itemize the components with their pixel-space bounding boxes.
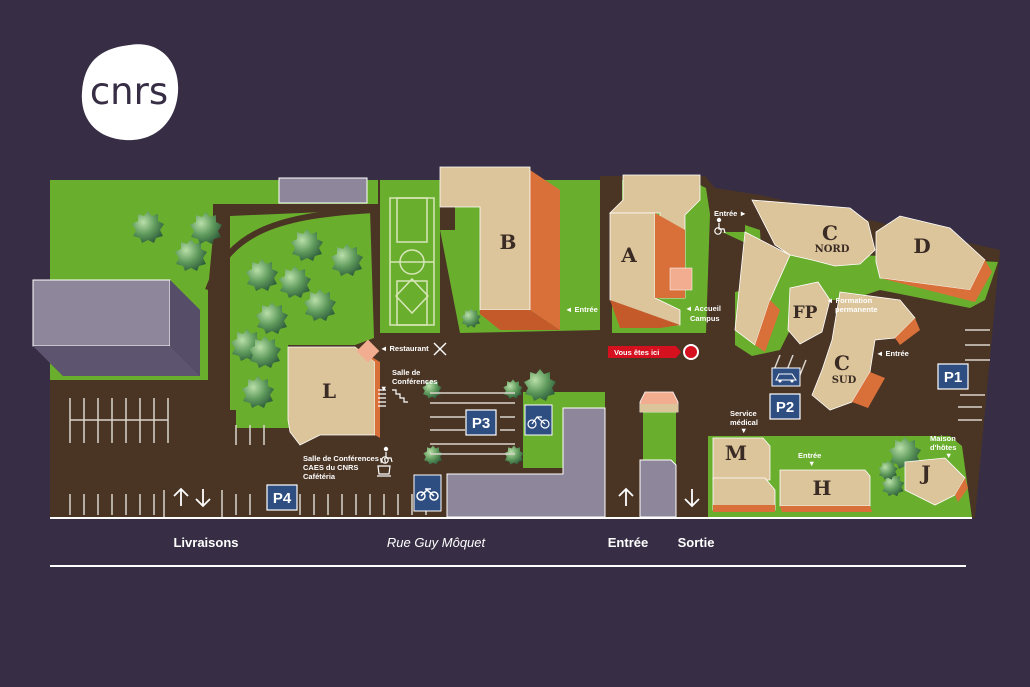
- building-label-D: D: [913, 234, 930, 258]
- label-restaurant: ◄ Restaurant: [380, 344, 429, 353]
- grey-buildings: [32, 177, 677, 518]
- building-D[interactable]: D: [875, 215, 992, 302]
- annotations: ◄ Entrée Entrée ► ◄ Accueil Campus ◄ For…: [303, 209, 956, 481]
- motorbike-icon[interactable]: [413, 474, 442, 512]
- label-salle-arrow: ▼: [380, 384, 387, 393]
- restaurant-icon: [433, 342, 447, 356]
- logo-text: cnrs: [90, 70, 168, 113]
- up-arrow-icon: [173, 487, 189, 506]
- building-label-B: B: [500, 230, 517, 254]
- building-B[interactable]: B: [439, 166, 560, 330]
- building-label-FP: FP: [793, 303, 818, 323]
- label-service-arrow: ▼: [740, 426, 747, 435]
- label-dhotes: d'hôtes: [930, 443, 956, 452]
- parking-stripes: [69, 329, 990, 518]
- label-formation: ◄ Formation: [826, 296, 873, 305]
- entree-arrow: [618, 487, 634, 506]
- svg-text:P2: P2: [776, 399, 794, 416]
- livraisons-arrows: [173, 487, 211, 508]
- parking-P4[interactable]: P4: [266, 484, 298, 511]
- parking-P1[interactable]: P1: [937, 363, 969, 390]
- label-entree-h: Entrée: [798, 451, 821, 460]
- sports-field: [389, 197, 435, 326]
- building-J[interactable]: J: [904, 457, 968, 506]
- label-salle-de: Salle de: [392, 368, 420, 377]
- svg-text:P4: P4: [273, 490, 292, 507]
- building-label-C-sud: C: [834, 351, 850, 375]
- building-M[interactable]: M: [712, 437, 776, 512]
- label-entree-c-sud: ◄ Entrée: [876, 349, 909, 358]
- label-salle-conferences-caes: Salle de Conférences: [303, 454, 379, 463]
- cnrs-logo[interactable]: cnrs: [81, 44, 179, 141]
- bicycle-icon[interactable]: [524, 404, 553, 436]
- building-C-nord[interactable]: C NORD: [734, 199, 876, 352]
- label-maison-arrow: ▼: [945, 451, 952, 460]
- building-A[interactable]: A: [609, 174, 701, 328]
- label-sortie: Sortie: [678, 535, 715, 550]
- stairs-icon: [378, 389, 408, 407]
- svg-text:P1: P1: [944, 369, 962, 386]
- sortie-arrow: [684, 489, 700, 508]
- label-entree-a: Entrée ►: [714, 209, 747, 218]
- label-cafeteria: Cafétéria: [303, 472, 336, 481]
- building-label-M: M: [725, 441, 747, 465]
- label-medical: médical: [730, 418, 758, 427]
- building-label-H: H: [813, 476, 832, 500]
- down-arrow-icon: [195, 489, 211, 508]
- label-vous-etes-ici: Vous êtes ici: [614, 348, 659, 357]
- pavilion: [639, 391, 679, 413]
- building-label-J: J: [919, 461, 930, 485]
- label-accueil: ◄ Accueil: [685, 304, 721, 313]
- label-maison: Maison: [930, 434, 956, 443]
- label-entree: Entrée: [608, 535, 648, 550]
- building-sublabel-nord: NORD: [815, 244, 850, 255]
- you-are-here-marker[interactable]: Vous êtes ici: [608, 344, 699, 360]
- parking-P2[interactable]: P2: [769, 393, 801, 420]
- building-H[interactable]: H: [779, 469, 872, 512]
- svg-text:P3: P3: [472, 415, 490, 432]
- building-label-L: L: [322, 379, 336, 403]
- label-rue-guy-moquet: Rue Guy Môquet: [387, 535, 487, 550]
- label-permanente: permanente: [835, 305, 878, 314]
- label-entree-h-arrow: ▼: [808, 459, 815, 468]
- label-conferences: Conférences: [392, 377, 437, 386]
- label-service: Service: [730, 409, 757, 418]
- label-livraisons: Livraisons: [173, 535, 238, 550]
- label-caes-cnrs: CAES du CNRS: [303, 463, 358, 472]
- wheelchair-icon: [381, 446, 393, 464]
- label-entree-b: ◄ Entrée: [565, 305, 598, 314]
- building-FP[interactable]: FP: [787, 281, 831, 345]
- building-L[interactable]: L: [287, 339, 380, 446]
- building-sublabel-sud: SUD: [832, 375, 857, 386]
- building-C-sud[interactable]: C SUD: [811, 291, 920, 411]
- coffee-icon: [377, 457, 391, 477]
- electric-car-icon[interactable]: [771, 367, 801, 387]
- label-campus: Campus: [690, 314, 720, 323]
- up-arrow-icon: [618, 487, 634, 506]
- wheelchair-icon: [714, 217, 726, 235]
- parking-P3[interactable]: P3: [465, 409, 497, 436]
- building-label-A: A: [620, 243, 637, 267]
- down-arrow-icon: [684, 489, 700, 508]
- building-label-C-nord: C: [822, 221, 838, 245]
